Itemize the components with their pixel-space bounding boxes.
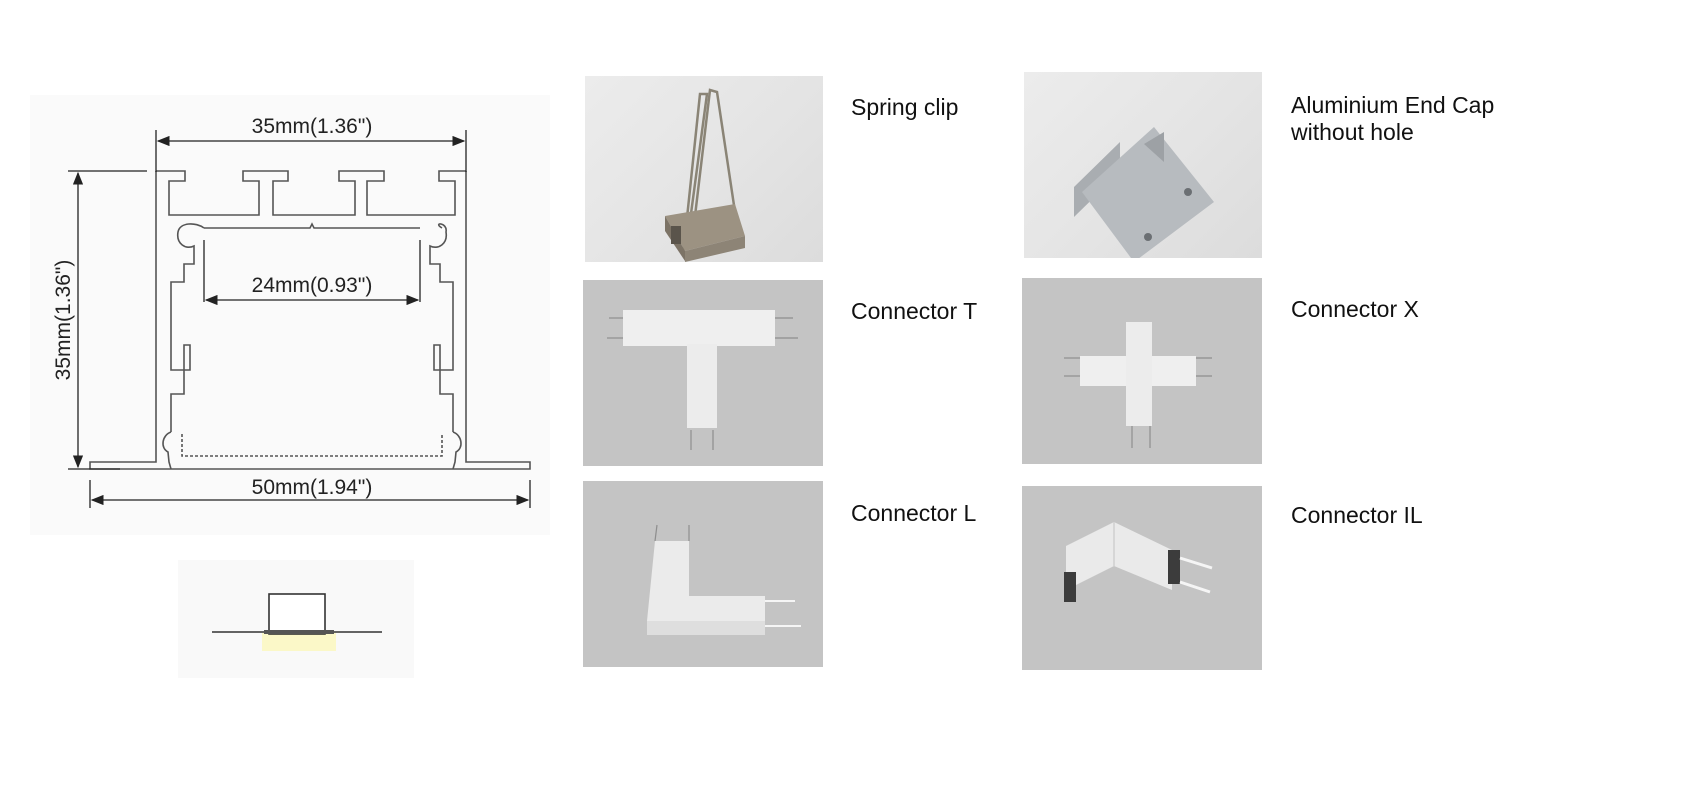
inner-width-dimension: 24mm(0.93"): [252, 274, 373, 297]
connector-x-photo: [1022, 278, 1262, 464]
accessory-label-connector-l: Connector L: [851, 500, 977, 526]
end-cap-photo: [1024, 72, 1262, 258]
connector-x-icon: [1064, 322, 1212, 448]
connector-l-photo: [583, 481, 823, 667]
accessory-label-connector-il: Connector IL: [1291, 502, 1423, 528]
connector-t-icon: [607, 310, 798, 450]
accessory-label-connector-x: Connector X: [1291, 296, 1419, 322]
connector-il-icon: [1064, 522, 1213, 602]
installation-diagram: [212, 593, 382, 651]
spring-clip-icon: [665, 88, 745, 262]
profile-cross-section-drawing: 35mm(1.36") 24mm(0.93") 50mm(1.94") 35mm…: [52, 115, 531, 508]
accessory-label-connector-t: Connector T: [851, 298, 978, 324]
height-dimension: 35mm(1.36"): [52, 260, 75, 381]
top-width-dimension: 35mm(1.36"): [252, 115, 373, 138]
spring-clip-photo: [585, 76, 823, 262]
accessory-label-spring-clip: Spring clip: [851, 94, 959, 120]
end-cap-icon: [1074, 127, 1214, 258]
accessory-label-end-cap: Aluminium End Cap without hole: [1291, 92, 1495, 145]
connector-l-icon: [647, 524, 801, 635]
connector-t-photo: [583, 280, 823, 466]
overall-width-dimension: 50mm(1.94"): [252, 476, 373, 499]
connector-il-photo: [1022, 486, 1262, 670]
